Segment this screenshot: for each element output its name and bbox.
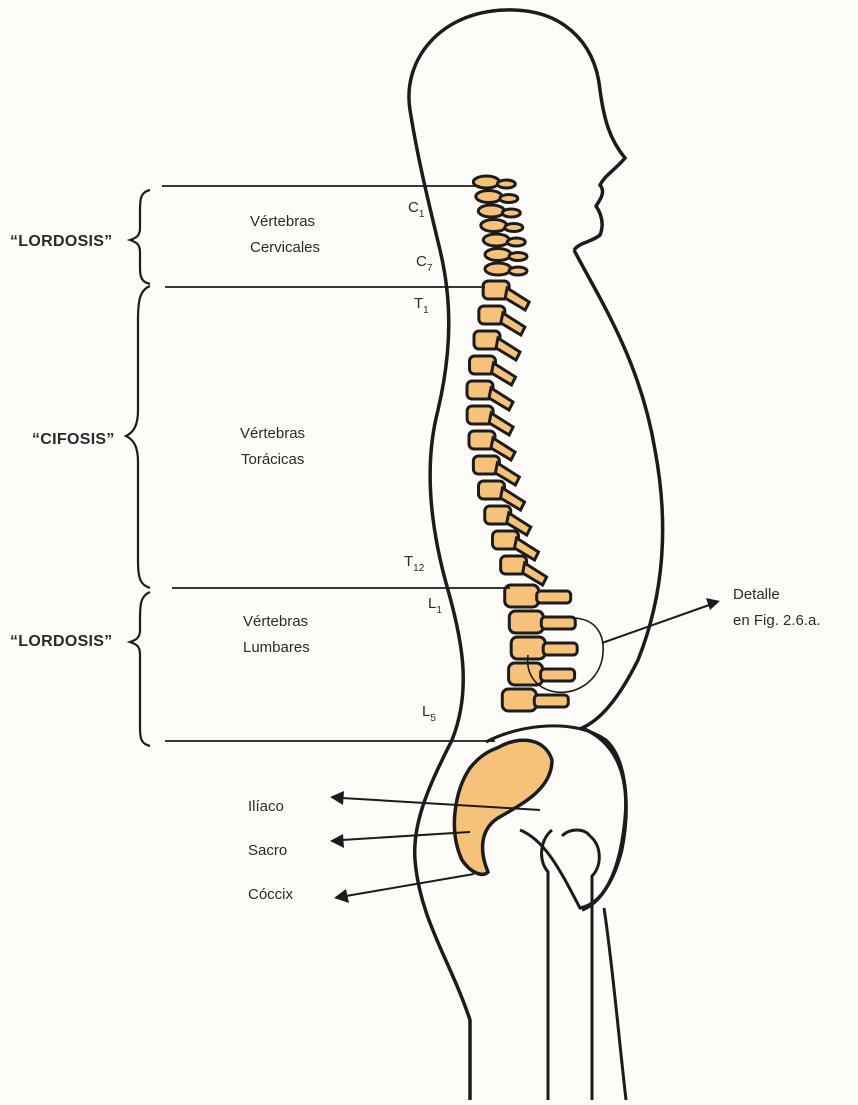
vertebra-label-l5: L5 xyxy=(422,703,436,724)
curve-label-thoracic: “CIFOSIS” xyxy=(32,431,115,448)
lumbar-vertebra-body xyxy=(509,663,543,685)
cervical-spinous-process xyxy=(497,180,515,188)
cervical-vertebra-body xyxy=(481,220,507,232)
vertebra-label-c7: C7 xyxy=(416,253,433,274)
cervical-vertebra-body xyxy=(485,249,511,261)
arrow-coccix-line xyxy=(346,874,474,896)
cervical-spinous-process xyxy=(509,267,527,275)
pelvis-label-iliaco: Ilíaco xyxy=(248,798,284,815)
pelvis-label-sacro: Sacro xyxy=(248,842,287,859)
detail-arrowhead xyxy=(706,598,720,610)
detail-label-2: en Fig. 2.6.a. xyxy=(733,612,821,629)
cervical-vertebra-body xyxy=(478,205,504,217)
brace-lumbar xyxy=(130,592,150,746)
arrow-sacro-head xyxy=(330,834,344,848)
cervical-spinous-process xyxy=(505,224,523,232)
region-label-lumbar-1: Vértebras xyxy=(243,613,308,630)
vertebra-label-l1: L1 xyxy=(428,595,442,616)
lumbar-spinous-process xyxy=(534,695,568,707)
thoracic-spinous-process xyxy=(496,338,520,360)
brace-cervical xyxy=(130,190,150,284)
thoracic-spinous-process xyxy=(492,363,516,385)
lumbar-vertebra-body xyxy=(502,689,536,711)
body-outline-front xyxy=(574,250,663,910)
lumbar-vertebra-body xyxy=(509,611,543,633)
arrow-coccix-head xyxy=(334,889,349,903)
thoracic-spinous-process xyxy=(501,313,525,335)
detail-label-1: Detalle xyxy=(733,586,780,603)
cervical-vertebra-body xyxy=(483,234,509,246)
cervical-spinous-process xyxy=(502,209,520,217)
region-label-cervical-1: Vértebras xyxy=(250,213,315,230)
curve-label-lumbar: “LORDOSIS” xyxy=(10,633,113,650)
lumbar-spinous-process xyxy=(541,669,575,681)
vertebra-label-c1: C1 xyxy=(408,199,425,220)
detail-arrow-line xyxy=(602,604,712,643)
lumbar-spinous-process xyxy=(543,643,577,655)
brace-thoracic xyxy=(126,286,150,588)
vertebra-label-t1: T1 xyxy=(414,295,429,316)
arrow-sacro-line xyxy=(342,832,470,840)
cervical-spinous-process xyxy=(500,195,518,203)
front-leg-outline xyxy=(604,908,626,1100)
region-label-cervical-2: Cervicales xyxy=(250,239,320,256)
cervical-spinous-process xyxy=(509,253,527,261)
leg-outline xyxy=(542,830,600,1100)
cervical-vertebra-body xyxy=(476,191,502,203)
vertebra-label-t12: T12 xyxy=(404,553,425,574)
lumbar-spinous-process xyxy=(537,591,571,603)
region-label-thoracic-2: Torácicas xyxy=(241,451,304,468)
cervical-spinous-process xyxy=(507,238,525,246)
curve-label-cervical: “LORDOSIS” xyxy=(10,233,113,250)
lumbar-spinous-process xyxy=(541,617,575,629)
thoracic-spinous-process xyxy=(505,288,529,310)
cervical-vertebra-body xyxy=(485,263,511,275)
thoracic-spinous-process xyxy=(523,563,547,585)
arrow-iliaco-head xyxy=(330,791,344,805)
pelvis-label-coccix: Cóccix xyxy=(248,886,294,903)
region-label-thoracic-1: Vértebras xyxy=(240,425,305,442)
vertebral-column xyxy=(467,176,577,711)
region-label-lumbar-2: Lumbares xyxy=(243,639,310,656)
